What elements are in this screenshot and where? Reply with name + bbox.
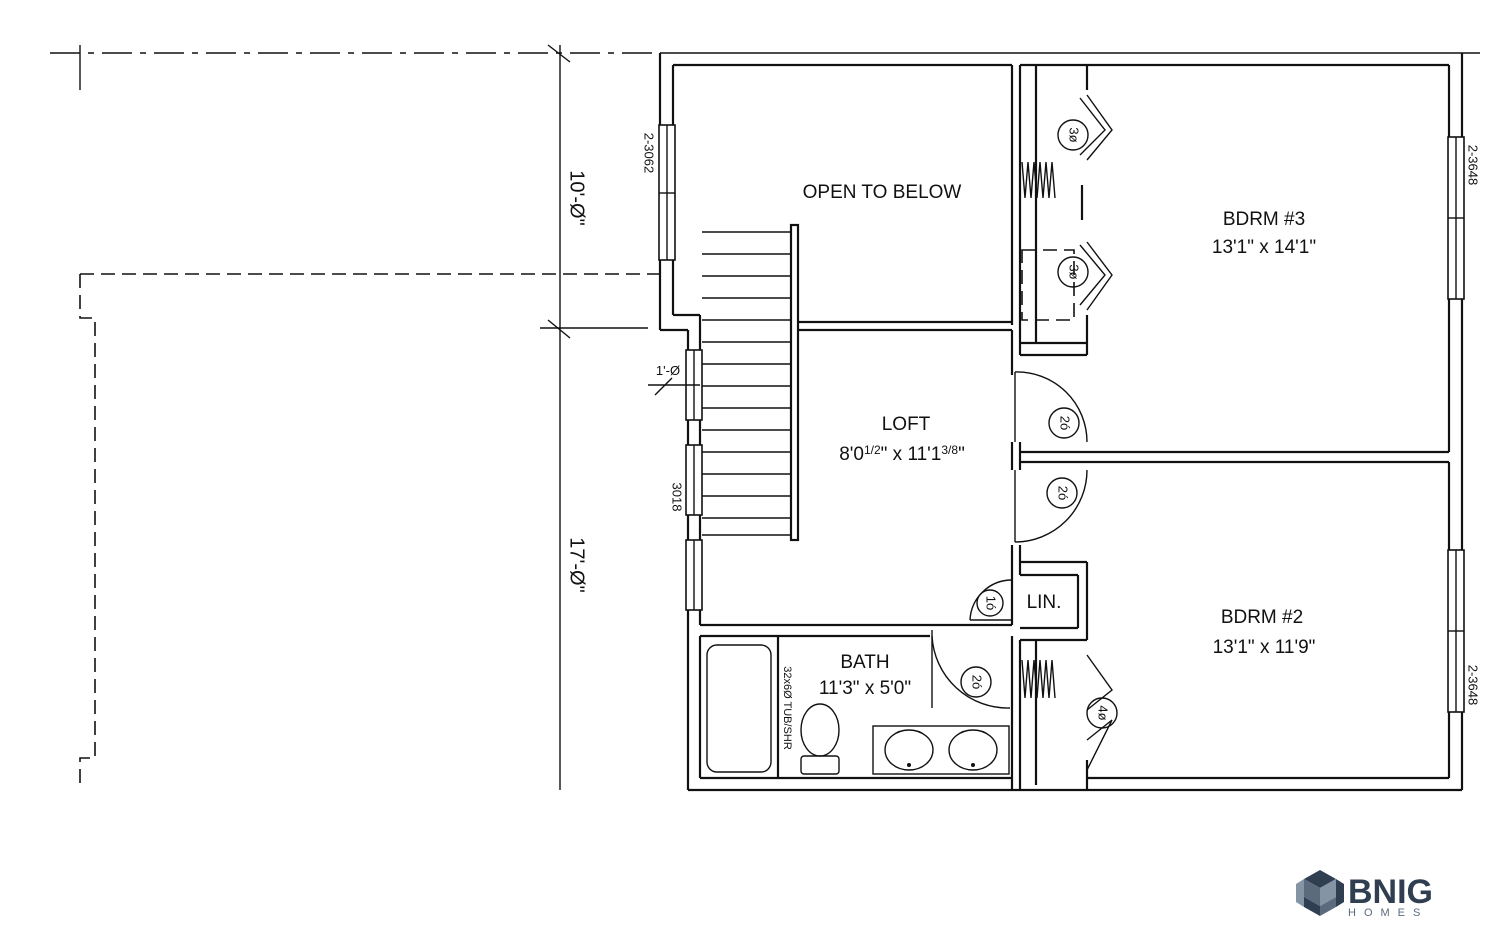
stair-offset-dimension: 1'-Ø	[648, 363, 700, 396]
window-left-top	[658, 124, 676, 261]
closet-tag-top-a: 3ø	[1067, 127, 1082, 142]
loft-size-a: 8'0	[839, 444, 864, 465]
closet-doors-bdrm2	[1021, 654, 1118, 771]
bdrm2-door-tag: 2ó	[1056, 486, 1071, 500]
bath-name: BATH	[840, 652, 889, 673]
bdrm3-size: 13'1" x 14'1"	[1212, 237, 1316, 258]
cube-logo-icon	[1296, 870, 1344, 916]
brand-logo: BNIG HOMES	[1296, 870, 1433, 919]
logo-sub-text: HOMES	[1348, 907, 1428, 919]
loft-size-b: " x 11'1	[881, 444, 942, 465]
stair-offset-text: 1'-Ø	[656, 363, 680, 378]
bdrm2-name: BDRM #2	[1221, 607, 1303, 628]
closet-tag-bottom: 4ø	[1096, 705, 1111, 720]
window-tag-left-top: 2-3062	[642, 133, 657, 173]
door-bdrm3	[1014, 371, 1088, 443]
vanity	[872, 725, 1010, 775]
linen-label: LIN.	[1027, 592, 1062, 613]
loft-size-c: "	[958, 444, 965, 465]
reference-lines	[50, 44, 1480, 790]
bdrm3-door-tag: 2ó	[1058, 416, 1073, 430]
bath-door-tag: 2ó	[970, 675, 985, 689]
interior-walls	[776, 63, 1449, 790]
window-tag-right-bottom: 2-3648	[1466, 665, 1481, 705]
window-tag-left-bottom: 3018	[670, 483, 685, 512]
door-linen	[969, 579, 1013, 621]
closet-tag-top-b: 3ø	[1067, 264, 1082, 279]
window-right-top	[1447, 136, 1465, 300]
window-tag-right-top: 2-3648	[1466, 145, 1481, 185]
door-bath	[931, 630, 1011, 709]
linen-door-tag: 1ó	[984, 596, 999, 610]
window-left-bottom	[685, 444, 703, 611]
logo-brand-text: BNIG	[1348, 873, 1433, 911]
open-to-below-label: OPEN TO BELOW	[803, 182, 962, 203]
loft-name: LOFT	[882, 414, 931, 435]
closet-doors-bdrm3	[1021, 94, 1113, 321]
bdrm2-size: 13'1" x 11'9"	[1213, 637, 1316, 658]
dimension-lower: 17'-Ø"	[566, 537, 588, 592]
dimension-upper: 10'-Ø"	[566, 170, 588, 225]
loft-size-a-frac: 1/2	[864, 443, 881, 457]
door-bdrm2	[1014, 469, 1088, 543]
bdrm3-name: BDRM #3	[1223, 209, 1305, 230]
bathtub	[706, 644, 772, 773]
stairs	[702, 223, 800, 542]
loft-size-b-frac: 3/8	[941, 443, 958, 457]
toilet	[800, 703, 840, 775]
loft-size: 8'01/2" x 11'13/8"	[839, 443, 965, 465]
window-right-bottom	[1447, 549, 1465, 713]
tub-label: 32x6Ø TUB/SHR	[781, 666, 793, 750]
bath-size: 11'3" x 5'0"	[819, 678, 911, 699]
